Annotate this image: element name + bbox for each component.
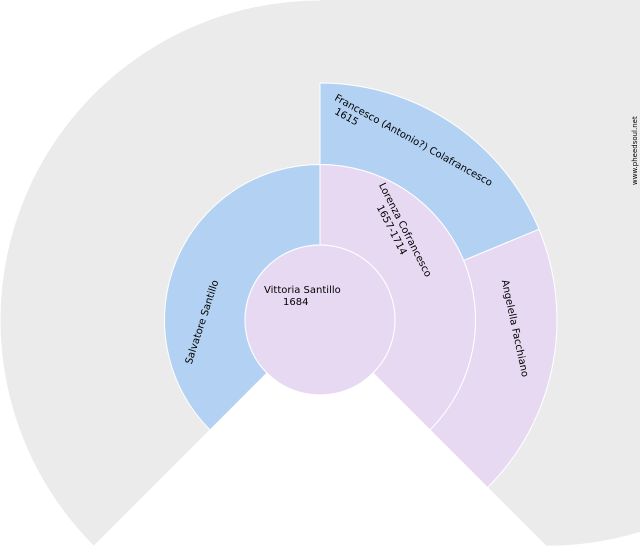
watermark: www.pheedsoul.net <box>631 116 639 185</box>
root-person-label: Vittoria Santillo 1684 <box>264 285 341 308</box>
root-person-circle[interactable] <box>244 244 396 396</box>
watermark-text: www.pheedsoul.net <box>631 116 639 185</box>
root-person-dates: 1684 <box>283 297 308 308</box>
root-person-name: Vittoria Santillo <box>264 285 341 296</box>
